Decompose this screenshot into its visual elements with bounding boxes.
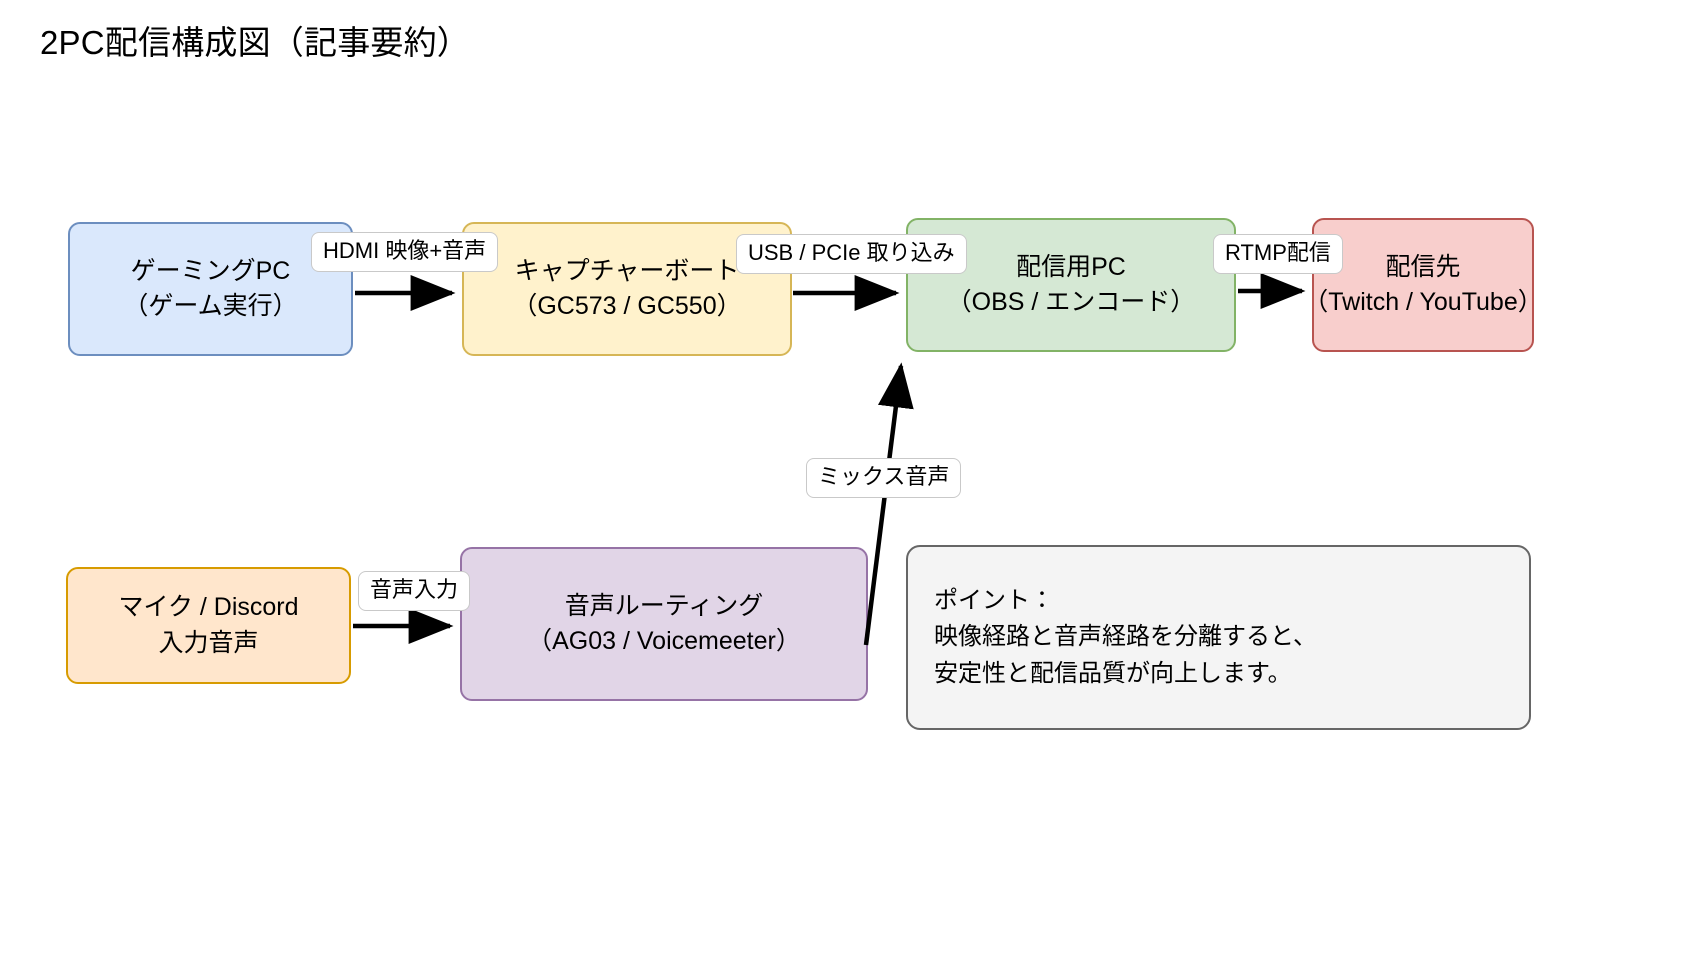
note-point: ポイント： 映像経路と音声経路を分離すると、 安定性と配信品質が向上します。 — [906, 545, 1531, 730]
node-capture-board-line1: キャプチャーボート — [514, 256, 740, 285]
node-capture-board-line2: （GC573 / GC550） — [512, 292, 742, 320]
node-audio-routing-line1: 音声ルーティング — [564, 591, 764, 620]
edge-arrow-mixed-audio — [863, 362, 914, 646]
edge-label-usb-pcie: USB / PCIe 取り込み — [736, 234, 967, 275]
node-gaming-pc[interactable]: ゲーミングPC （ゲーム実行） — [68, 222, 353, 356]
page-title: 2PC配信構成図（記事要約） — [40, 24, 470, 61]
node-gaming-pc-line2: （ゲーム実行） — [123, 292, 298, 320]
edge-label-rtmp: RTMP配信 — [1213, 234, 1343, 275]
edge-label-hdmi: HDMI 映像+音声 — [311, 232, 499, 273]
node-mic-input-line2: 入力音声 — [158, 628, 259, 657]
node-streaming-pc-line1: 配信用PC — [1016, 252, 1126, 281]
node-audio-routing-line2: （AG03 / Voicemeeter） — [527, 627, 801, 655]
node-destination-line2: （Twitch / YouTube） — [1303, 288, 1543, 316]
note-point-line1: ポイント： — [934, 587, 1054, 614]
node-destination-line1: 配信先 — [1385, 252, 1461, 281]
node-streaming-pc[interactable]: 配信用PC （OBS / エンコード） — [906, 218, 1236, 352]
note-point-line3: 安定性と配信品質が向上します。 — [934, 659, 1292, 687]
node-destination[interactable]: 配信先 （Twitch / YouTube） — [1303, 218, 1543, 352]
node-mic-input-line1: マイク / Discord — [118, 593, 299, 621]
node-mic-input[interactable]: マイク / Discord 入力音声 — [66, 567, 351, 684]
node-streaming-pc-line2: （OBS / エンコード） — [946, 288, 1196, 316]
edge-label-audio-in: 音声入力 — [358, 571, 471, 612]
node-audio-routing[interactable]: 音声ルーティング （AG03 / Voicemeeter） — [460, 547, 868, 701]
edge-label-mixed-audio: ミックス音声 — [806, 458, 962, 499]
note-point-line2: 映像経路と音声経路を分離すると、 — [934, 623, 1318, 651]
node-gaming-pc-line1: ゲーミングPC — [130, 256, 291, 285]
